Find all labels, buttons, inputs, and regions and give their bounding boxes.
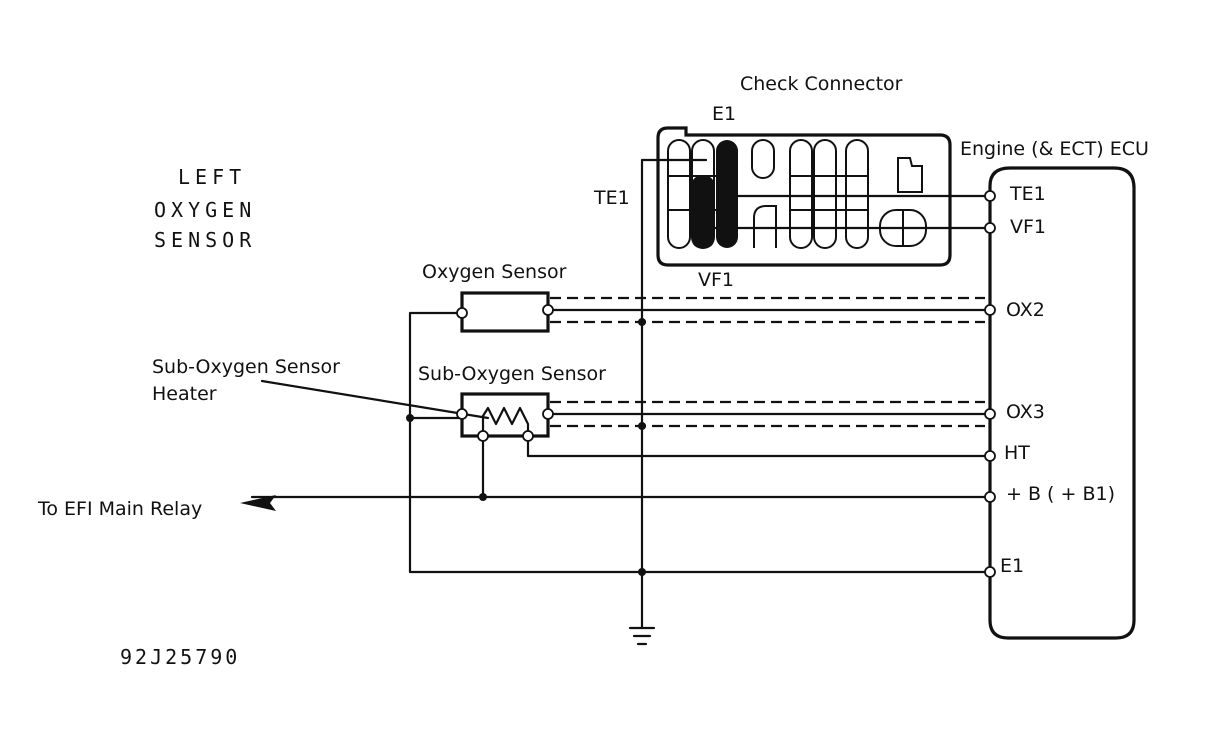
connector-pin (813, 139, 837, 249)
junction-dot (638, 422, 646, 430)
check-connector-te1-label: TE1 (593, 187, 630, 209)
terminal-circle (542, 304, 554, 316)
oxygen-sensor-label: Oxygen Sensor (422, 261, 567, 283)
heater-leader-line (260, 379, 490, 420)
terminal-circle (542, 408, 554, 420)
ecu-terminal-circle (984, 190, 996, 202)
terminals (456, 190, 996, 578)
check-connector-vf1-label: VF1 (698, 269, 734, 291)
ground-wire (408, 311, 990, 574)
ecu: Engine (& ECT) ECU TE1 VF1 OX2 OX3 HT + … (960, 138, 1149, 640)
sub-oxygen-sensor-label: Sub-Oxygen Sensor (418, 363, 606, 385)
ecu-terminal-ht: HT (1004, 442, 1030, 464)
ecu-terminal-circle (984, 222, 996, 234)
connector-pin (845, 139, 869, 249)
terminal-circle (522, 430, 534, 442)
heater-label-line-2: Heater (152, 383, 217, 405)
ecu-terminal-circle (984, 491, 996, 503)
title-block: LEFT OXYGEN SENSOR (154, 165, 256, 252)
ecu-housing (988, 166, 1136, 640)
junction-dot (638, 568, 646, 576)
connector-key (897, 157, 923, 193)
connector-pin (751, 139, 775, 179)
ecu-terminal-b: + B ( + B1) (1006, 483, 1115, 505)
terminal-circle (477, 430, 489, 442)
ecu-terminal-circle (984, 408, 996, 420)
ecu-title: Engine (& ECT) ECU (960, 138, 1149, 160)
check-connector: Check Connector E1 TE1 VF1 (593, 73, 952, 291)
junction-dot (638, 318, 646, 326)
check-connector-title: Check Connector (740, 73, 903, 95)
ecu-terminal-e1: E1 (1000, 555, 1024, 577)
ecu-terminal-circle (984, 450, 996, 462)
oxygen-sensor-body (460, 291, 550, 333)
terminal-circle (456, 408, 468, 420)
ecu-terminal-ox2: OX2 (1006, 299, 1045, 321)
title-line-1: LEFT (178, 165, 246, 189)
ecu-terminal-circle (984, 304, 996, 316)
title-line-3: SENSOR (154, 228, 256, 252)
figure-code: 92J25790 (120, 645, 240, 669)
arrow-left-icon (240, 495, 276, 511)
title-line-2: OXYGEN (154, 198, 256, 222)
oxygen-sensor: Oxygen Sensor (422, 261, 567, 333)
junction-dot (479, 493, 487, 501)
check-connector-e1-label: E1 (712, 103, 736, 125)
ht-wire (526, 434, 992, 458)
connector-pin (753, 205, 777, 248)
ecu-terminal-ox3: OX3 (1006, 401, 1045, 423)
ecu-terminal-vf1: VF1 (1010, 216, 1046, 238)
connector-pin-e1-filled (716, 140, 738, 248)
junctions (406, 318, 646, 576)
terminal-circle (456, 307, 468, 319)
heater-element-icon (481, 406, 530, 437)
junction-dot (406, 414, 414, 422)
relay-label: To EFI Main Relay (37, 498, 202, 520)
heater-label-line-1: Sub-Oxygen Sensor (152, 356, 340, 378)
heater-label: Sub-Oxygen Sensor Heater (152, 356, 490, 420)
wiring (240, 158, 992, 646)
te1-ground-wire (640, 158, 708, 630)
connector-pin (667, 139, 691, 249)
connector-pin-te1-filled (692, 176, 714, 248)
sub-oxygen-sensor: Sub-Oxygen Sensor (418, 363, 606, 438)
connector-pin (789, 139, 813, 249)
ecu-terminal-te1: TE1 (1009, 183, 1046, 205)
ecu-terminal-circle (984, 566, 996, 578)
